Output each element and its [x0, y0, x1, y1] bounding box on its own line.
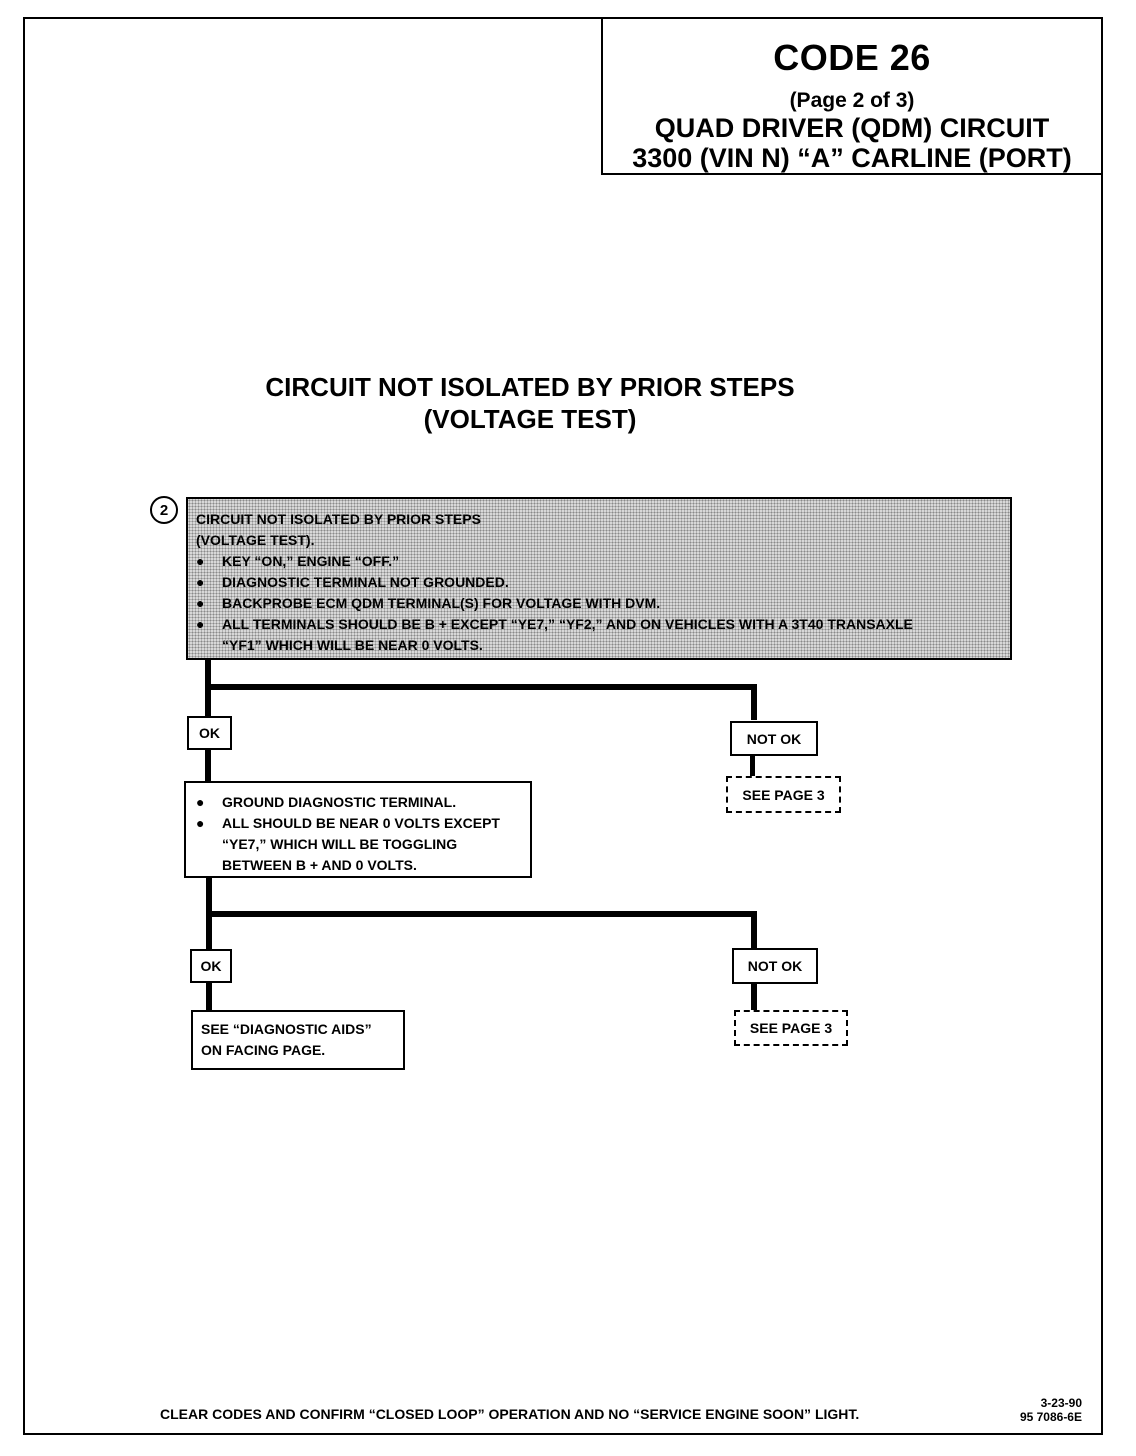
bullet-icon: ●	[196, 574, 205, 590]
step-heading-cont: (VOLTAGE TEST).	[196, 532, 315, 548]
title-block: CODE 26 (Page 2 of 3) QUAD DRIVER (QDM) …	[601, 17, 1103, 175]
step-bullet: ●BACKPROBE ECM QDM TERMINAL(S) FOR VOLTA…	[196, 593, 1002, 614]
ok-action-box: ●GROUND DIAGNOSTIC TERMINAL. ●ALL SHOULD…	[184, 781, 532, 878]
revision-date: 3-23-90	[1040, 1396, 1082, 1410]
page-indicator: (Page 2 of 3)	[789, 89, 915, 112]
bullet-icon: ●	[196, 815, 205, 831]
step-number-badge: 2	[150, 496, 178, 524]
step-2-box: CIRCUIT NOT ISOLATED BY PRIOR STEPS (VOL…	[186, 497, 1012, 660]
not-ok-label: NOT OK	[730, 721, 818, 756]
ok-label: OK	[190, 949, 232, 983]
connector-line	[205, 749, 211, 783]
connector-line	[750, 755, 755, 777]
connector-line	[205, 684, 757, 690]
see-page-3-box: SEE PAGE 3	[726, 776, 841, 813]
action-bullet-continuation: “YE7,” WHICH WILL BE TOGGLING	[222, 836, 458, 852]
connector-line	[751, 911, 757, 949]
document-number: 95 7086-6E	[1019, 1410, 1082, 1424]
action-bullet: ●GROUND DIAGNOSTIC TERMINAL.	[196, 792, 520, 813]
connector-line	[206, 911, 757, 917]
connector-line	[751, 684, 757, 720]
engine-carline: 3300 (VIN N) “A” CARLINE (PORT)	[632, 143, 1072, 173]
code-title: CODE 26	[773, 37, 931, 78]
step-bullet: ●DIAGNOSTIC TERMINAL NOT GROUNDED.	[196, 572, 1002, 593]
step-bullet: ●ALL TERMINALS SHOULD BE B + EXCEPT “YE7…	[196, 614, 1002, 635]
connector-line	[751, 983, 757, 1011]
bullet-icon: ●	[196, 616, 205, 632]
step-bullet-continuation: “YF1” WHICH WILL BE NEAR 0 VOLTS.	[222, 637, 483, 653]
diagnostic-aids-box: SEE “DIAGNOSTIC AIDS” ON FACING PAGE.	[191, 1010, 405, 1070]
result-line: ON FACING PAGE.	[201, 1042, 326, 1058]
connector-line	[206, 982, 212, 1012]
footer-note: CLEAR CODES AND CONFIRM “CLOSED LOOP” OP…	[160, 1406, 860, 1422]
bullet-icon: ●	[196, 553, 205, 569]
not-ok-label: NOT OK	[732, 948, 818, 984]
section-subtitle: (VOLTAGE TEST)	[423, 404, 637, 434]
step-heading: CIRCUIT NOT ISOLATED BY PRIOR STEPS	[196, 511, 481, 527]
ok-label: OK	[187, 716, 232, 750]
page-border	[23, 17, 1103, 1435]
step-bullet: ●KEY “ON,” ENGINE “OFF.”	[196, 551, 1002, 572]
bullet-icon: ●	[196, 595, 205, 611]
circuit-name: QUAD DRIVER (QDM) CIRCUIT	[654, 113, 1050, 143]
see-page-3-box: SEE PAGE 3	[734, 1010, 848, 1046]
action-bullet-continuation: BETWEEN B + AND 0 VOLTS.	[222, 857, 417, 873]
footer-date-block: 3-23-90 95 7086-6E	[998, 1396, 1082, 1424]
action-bullet: ●ALL SHOULD BE NEAR 0 VOLTS EXCEPT	[196, 813, 520, 834]
section-title: CIRCUIT NOT ISOLATED BY PRIOR STEPS	[265, 372, 795, 402]
result-line: SEE “DIAGNOSTIC AIDS”	[201, 1021, 372, 1037]
bullet-icon: ●	[196, 794, 205, 810]
